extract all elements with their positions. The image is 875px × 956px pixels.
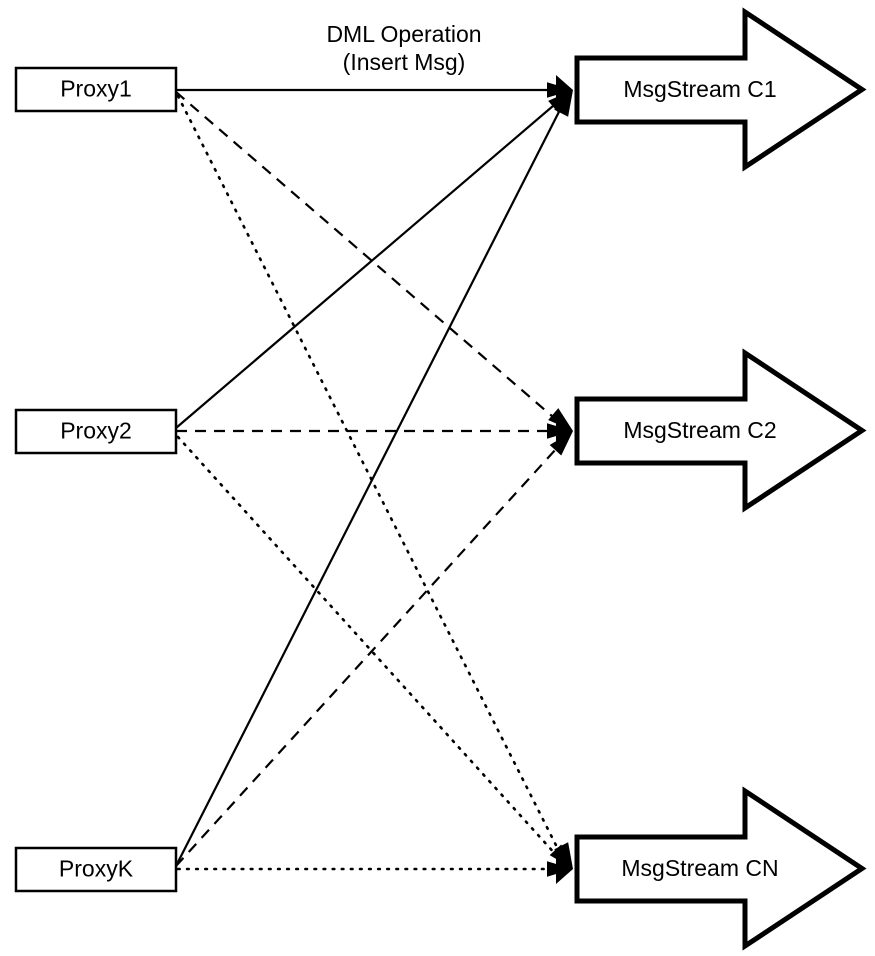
msgstream-c2-label: MsgStream C2 [623, 417, 776, 443]
proxy-nodes-layer: Proxy1 Proxy2 ProxyK [14, 66, 178, 893]
arrowhead-group-cn [547, 842, 573, 884]
link-proxy2-to-c1[interactable] [175, 93, 568, 429]
link-proxyk-to-c2[interactable] [175, 436, 568, 867]
links-layer [175, 88, 569, 871]
arrowhead-core-c1 [556, 75, 573, 105]
proxy-node-proxy1[interactable]: Proxy1 [14, 66, 178, 113]
arrowhead-proxyK-to-c2 [549, 431, 573, 456]
proxyk-box[interactable] [14, 846, 178, 893]
arrowhead-core-c2 [556, 416, 573, 446]
stream-node-c2[interactable]: MsgStream C2 [574, 348, 867, 513]
proxy2-box[interactable] [14, 408, 178, 455]
arrowhead-proxy1-to-c2 [548, 408, 573, 431]
arrowheads-layer [547, 75, 573, 884]
arrowhead-proxy2-to-cn [549, 844, 573, 869]
arrowhead-group-c2 [547, 408, 573, 456]
proxy-node-proxy2[interactable]: Proxy2 [14, 408, 178, 455]
proxy1-box[interactable] [14, 66, 178, 113]
link-proxy1-to-c2[interactable] [175, 91, 568, 430]
msgstream-c2-arrow-shape[interactable] [574, 348, 867, 513]
msgstream-c1-arrow-shape[interactable] [574, 7, 867, 172]
stream-node-cn[interactable]: MsgStream CN [574, 786, 867, 951]
proxy-node-proxyk[interactable]: ProxyK [14, 846, 178, 893]
proxyk-label: ProxyK [59, 856, 134, 882]
arrowhead-group-c1 [547, 75, 573, 117]
proxy1-label: Proxy1 [60, 76, 132, 102]
arrowhead-proxy2-to-c1 [548, 90, 573, 113]
link-proxy1-to-cn[interactable] [176, 94, 569, 869]
arrowhead-proxyK-to-c1 [554, 90, 573, 117]
msgstream-c1-label: MsgStream C1 [623, 76, 776, 102]
edge-annotation-dml: DML Operation (Insert Msg) [326, 21, 481, 75]
msgstream-cn-label: MsgStream CN [621, 855, 778, 881]
arrowhead-core-cn [556, 854, 573, 884]
link-proxyk-to-c1[interactable] [175, 95, 568, 867]
stream-nodes-layer: MsgStream C1 MsgStream C2 MsgStream CN [574, 7, 867, 951]
proxy2-label: Proxy2 [60, 418, 132, 444]
dml-operation-label-line2: (Insert Msg) [343, 49, 466, 75]
msgstream-cn-arrow-shape[interactable] [574, 786, 867, 951]
stream-node-c1[interactable]: MsgStream C1 [574, 7, 867, 172]
dml-operation-label-line1: DML Operation [326, 21, 481, 47]
